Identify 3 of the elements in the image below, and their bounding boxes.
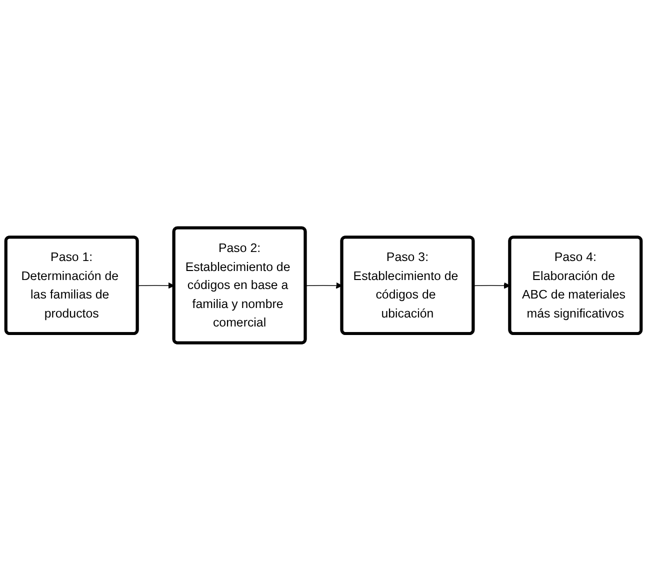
arrow (305, 282, 342, 288)
arrow (137, 282, 174, 288)
arrow (473, 282, 510, 288)
